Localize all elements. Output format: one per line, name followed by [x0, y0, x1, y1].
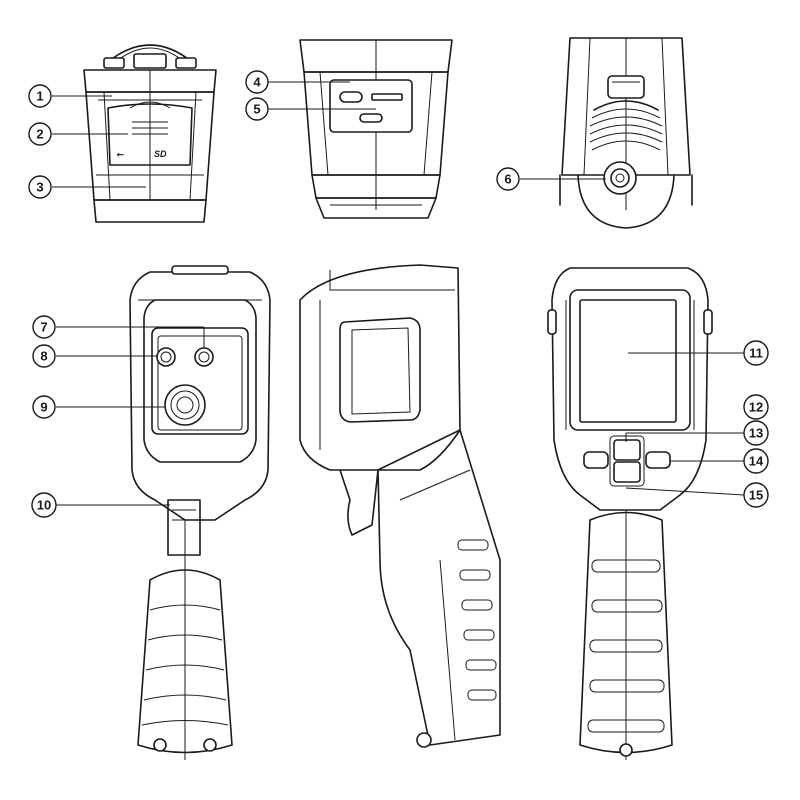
usb-c-port: [339, 91, 363, 103]
callout-10: 10: [31, 492, 57, 518]
callout-11: 11: [743, 340, 769, 366]
svg-text:8: 8: [40, 349, 47, 364]
sd-label: SD: [154, 149, 167, 159]
callout-13: 13: [743, 420, 769, 446]
svg-text:12: 12: [749, 400, 763, 415]
svg-text:10: 10: [37, 498, 51, 513]
callout-8: 8: [32, 344, 56, 368]
usb-icon: ⭠: [116, 149, 124, 159]
callout-4: 4: [245, 70, 269, 94]
callout-2: 2: [28, 122, 52, 146]
svg-text:6: 6: [504, 172, 511, 187]
svg-text:7: 7: [40, 320, 47, 335]
svg-text:4: 4: [253, 75, 261, 90]
display-screen: [579, 299, 677, 423]
view-bottom-cover: ⭠ SD: [83, 44, 217, 223]
svg-text:1: 1: [36, 89, 43, 104]
sd-slot: [371, 93, 403, 101]
svg-text:5: 5: [253, 102, 260, 117]
svg-text:3: 3: [36, 180, 43, 195]
view-bottom-ports: [299, 39, 453, 219]
callout-14: 14: [743, 448, 769, 474]
svg-text:13: 13: [749, 426, 763, 441]
callout-3: 3: [28, 175, 52, 199]
callout-12: 12: [743, 394, 769, 420]
callout-7: 7: [32, 315, 56, 339]
callout-15: 15: [743, 482, 769, 508]
view-side: [299, 264, 501, 748]
svg-text:2: 2: [36, 127, 43, 142]
callout-1: 1: [28, 84, 52, 108]
tripod-mount: [610, 168, 630, 188]
view-rear: [547, 267, 713, 760]
svg-text:11: 11: [749, 346, 763, 361]
callout-9: 9: [32, 395, 56, 419]
view-front: [129, 265, 271, 760]
callout-6: 6: [496, 167, 520, 191]
callout-5: 5: [245, 97, 269, 121]
view-rear-top: [559, 37, 693, 229]
leader-lines: [52, 81, 745, 506]
svg-text:9: 9: [40, 400, 47, 415]
svg-text:14: 14: [749, 454, 764, 469]
svg-text:15: 15: [749, 488, 763, 503]
